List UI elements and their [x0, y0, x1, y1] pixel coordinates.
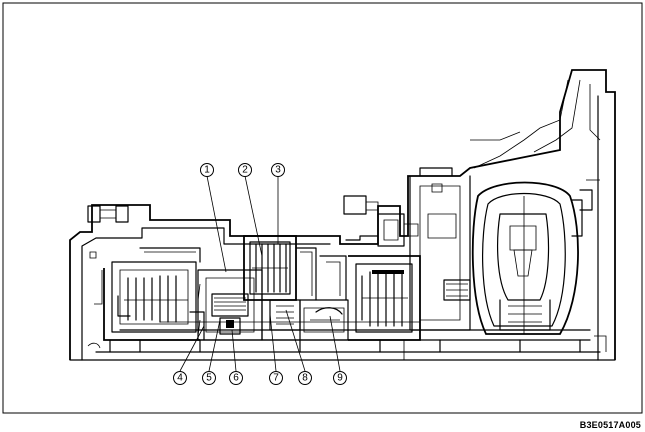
lower-housing [87, 335, 607, 361]
figure-code: B3E0517A005 [579, 420, 641, 430]
mounting-bracket [87, 205, 129, 259]
callout-9: 9 [329, 315, 347, 385]
callout-7-label: 7 [273, 373, 279, 384]
callout-9-label: 9 [337, 373, 343, 384]
main-shaft [119, 321, 591, 341]
oil-pump-housing [409, 167, 471, 331]
center-clutch-assembly [243, 235, 317, 341]
callout-8: 8 [285, 309, 312, 385]
figure-border [2, 2, 643, 414]
callout-3-label: 3 [275, 165, 281, 176]
callout-7: 7 [269, 313, 283, 385]
front-clutch-drum [348, 255, 421, 341]
callout-4-label: 4 [177, 373, 183, 384]
solenoid-valve [343, 195, 419, 247]
callout-1: 1 [200, 163, 227, 273]
callout-4: 4 [173, 325, 205, 385]
callout-6: 6 [229, 329, 243, 385]
callout-1-label: 1 [204, 165, 210, 176]
callout-6-label: 6 [233, 373, 239, 384]
callout-2-label: 2 [242, 165, 248, 176]
callout-8-label: 8 [302, 373, 308, 384]
callout-5-label: 5 [206, 373, 212, 384]
planetary-gear-set [189, 269, 263, 341]
callout-5: 5 [202, 319, 221, 385]
torque-converter [471, 179, 600, 335]
rear-clutch-pack [94, 247, 201, 341]
callout-3: 3 [271, 163, 285, 244]
callout-2: 2 [238, 163, 263, 257]
